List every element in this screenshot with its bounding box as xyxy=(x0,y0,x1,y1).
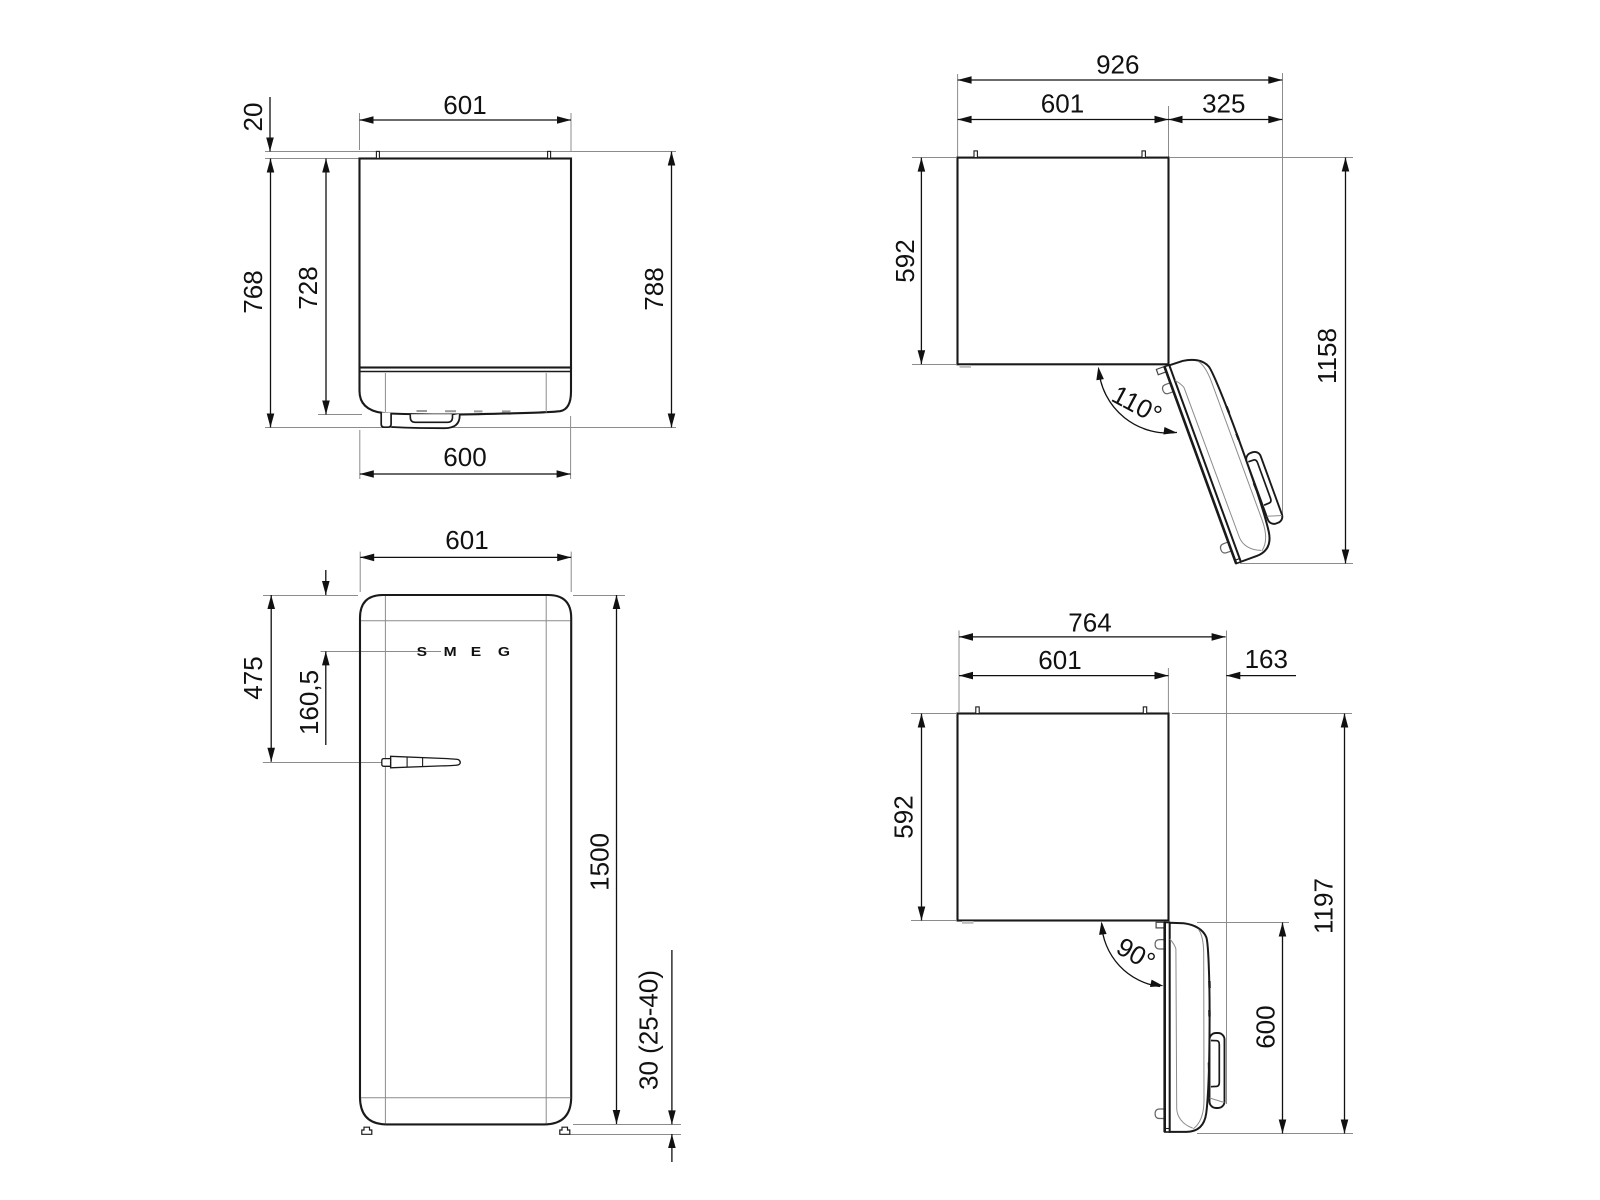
svg-text:1500: 1500 xyxy=(585,833,615,891)
svg-text:1158: 1158 xyxy=(1312,328,1342,384)
svg-text:728: 728 xyxy=(293,266,323,309)
svg-text:163: 163 xyxy=(1245,644,1288,674)
svg-text:475: 475 xyxy=(238,656,268,699)
svg-text:325: 325 xyxy=(1202,88,1245,118)
svg-text:20: 20 xyxy=(238,103,268,132)
svg-text:788: 788 xyxy=(639,267,669,310)
svg-text:768: 768 xyxy=(238,270,268,313)
svg-text:600: 600 xyxy=(443,442,486,472)
svg-text:E: E xyxy=(471,645,481,659)
svg-text:30 (25-40): 30 (25-40) xyxy=(634,970,664,1090)
svg-text:601: 601 xyxy=(1041,88,1084,118)
svg-text:601: 601 xyxy=(443,90,486,120)
svg-text:601: 601 xyxy=(445,525,488,555)
svg-text:160,5: 160,5 xyxy=(294,670,324,735)
svg-text:G: G xyxy=(498,645,510,659)
svg-text:M: M xyxy=(444,645,457,659)
svg-text:592: 592 xyxy=(889,795,919,838)
svg-text:1197: 1197 xyxy=(1309,878,1339,934)
svg-text:926: 926 xyxy=(1096,50,1139,80)
svg-text:600: 600 xyxy=(1251,1005,1281,1048)
svg-text:592: 592 xyxy=(890,239,920,282)
svg-text:S: S xyxy=(417,645,427,659)
svg-text:764: 764 xyxy=(1068,608,1111,638)
svg-text:601: 601 xyxy=(1038,645,1081,675)
